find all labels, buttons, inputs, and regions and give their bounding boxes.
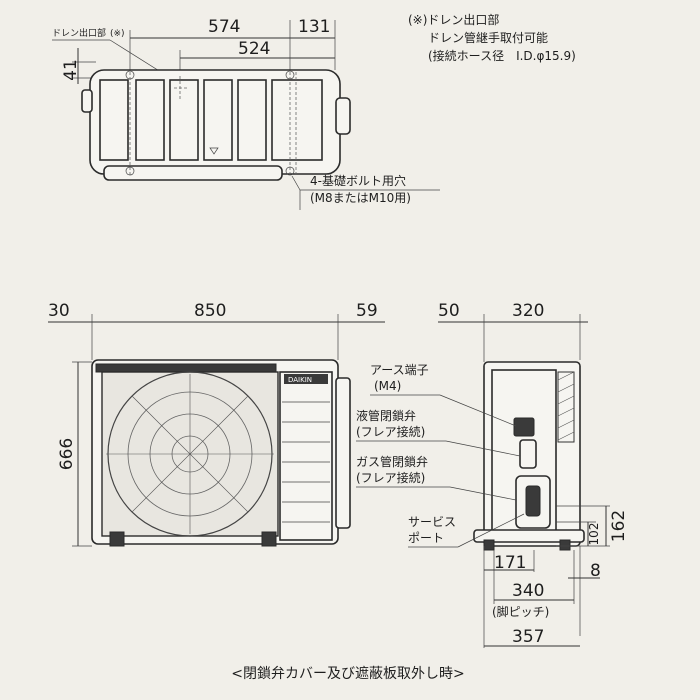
callout-earth-terminal: アース端子 [370,363,429,377]
dim-131: 131 [298,17,330,37]
drain-outlet-mark: (※) [110,29,125,39]
footnote-line-1: (※)ドレン出口部 [408,12,499,27]
dim-340: 340 [512,581,544,601]
dim-574: 574 [208,17,240,37]
drain-outlet-label: ドレン出口部 [52,27,106,39]
footnote: (※)ドレン出口部 ドレン管継手取付可能 (接続ホース径 I.D.φ15.9) [408,12,576,63]
callout-earth-terminal-size: (M4) [374,379,401,393]
callout-service-port-2: ポート [408,531,444,545]
bolt-hole-note-2: (M8またはM10用) [310,191,411,205]
dim-171: 171 [494,553,526,573]
dim-524: 524 [238,39,270,59]
dim-357: 357 [512,627,544,647]
fan-grille [106,371,274,537]
dim-102: 102 [587,523,601,546]
callout-service-port: サービス [408,515,456,529]
dim-41: 41 [61,59,81,81]
leg-pitch-label: (脚ピッチ) [492,604,549,619]
callout-gas-valve: ガス管閉鎖弁 [356,454,428,469]
dim-8: 8 [590,561,601,581]
front-view: 30 850 59 666 DAIKIN [48,301,385,547]
callout-liquid-valve-type: (フレア接続) [356,424,425,439]
dim-30: 30 [48,301,70,321]
callout-gas-valve-type: (フレア接続) [356,470,425,485]
dim-59: 59 [356,301,378,321]
callout-liquid-valve: 液管閉鎖弁 [356,408,416,423]
dim-162: 162 [609,510,629,542]
caption: <閉鎖弁カバー及び遮蔽板取外し時> [231,666,464,682]
earth-terminal [513,417,535,437]
dim-666: 666 [57,438,77,470]
dim-850: 850 [194,301,226,321]
footnote-line-3: (接続ホース径 I.D.φ15.9) [428,48,576,63]
callouts: アース端子 (M4) 液管閉鎖弁 (フレア接続) ガス管閉鎖弁 (フレア接続) … [356,363,525,548]
top-view: 574 131 524 41 ドレン出口部 (※) [52,17,440,210]
dim-50: 50 [438,301,460,321]
footnote-line-2: ドレン管継手取付可能 [428,30,548,45]
side-view: 50 320 102 162 171 [438,301,629,648]
bolt-hole-note-1: 4-基礎ボルト用穴 [310,173,406,188]
front-brand-logo: DAIKIN [288,376,312,384]
dim-320: 320 [512,301,544,321]
